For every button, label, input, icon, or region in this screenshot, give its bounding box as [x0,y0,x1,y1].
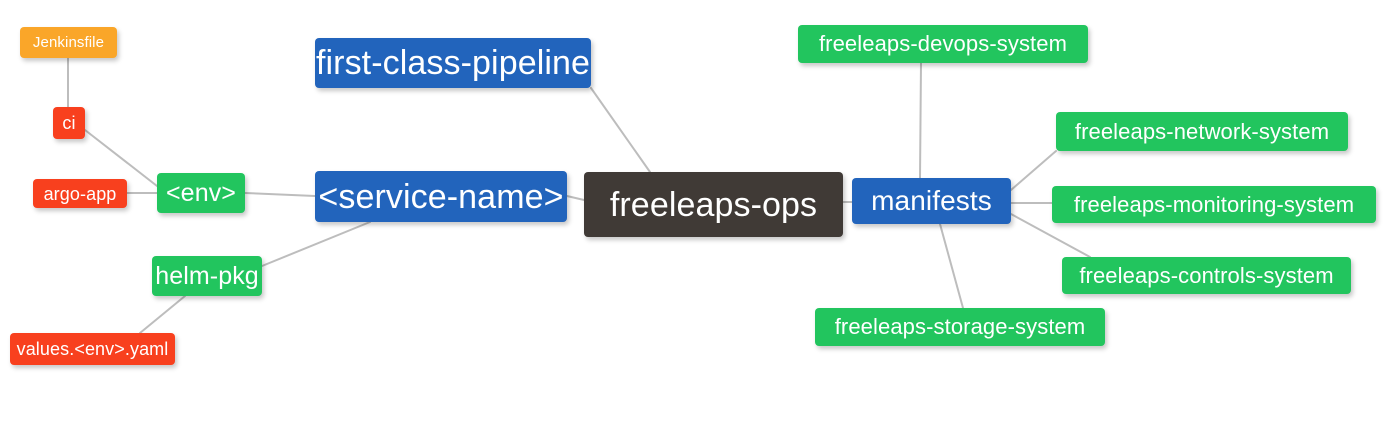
node-label-first-class-pipeline: first-class-pipeline [315,44,591,82]
node-first-class-pipeline[interactable]: first-class-pipeline [315,38,591,88]
edge-env-to-service-name [244,192,316,197]
node-label-argo-app: argo-app [43,183,117,204]
node-freeleaps-devops-system[interactable]: freeleaps-devops-system [798,25,1088,63]
node-label-service-name: <service-name> [318,177,564,216]
node-values-env-yaml[interactable]: values.<env>.yaml [10,333,175,365]
edge-first-class-pipeline-to-freeleaps-ops [590,87,651,173]
edge-values-env-yaml-to-helm-pkg [139,295,186,334]
edge-manifests-to-freeleaps-devops-system [919,62,922,179]
node-helm-pkg[interactable]: helm-pkg [152,256,262,296]
node-freeleaps-ops[interactable]: freeleaps-ops [584,172,843,237]
node-freeleaps-storage-system[interactable]: freeleaps-storage-system [815,308,1105,346]
node-label-manifests: manifests [871,185,992,216]
node-argo-app[interactable]: argo-app [33,179,127,208]
node-label-freeleaps-controls-system: freeleaps-controls-system [1079,262,1334,288]
node-label-freeleaps-storage-system: freeleaps-storage-system [834,314,1086,339]
node-freeleaps-monitoring-system[interactable]: freeleaps-monitoring-system [1052,186,1376,223]
node-label-freeleaps-ops: freeleaps-ops [609,185,818,224]
node-label-jenkinsfile: Jenkinsfile [32,34,105,51]
edge-manifests-to-freeleaps-storage-system [939,223,964,309]
node-service-name[interactable]: <service-name> [315,171,567,222]
node-freeleaps-controls-system[interactable]: freeleaps-controls-system [1062,257,1351,294]
node-label-values-env-yaml: values.<env>.yaml [16,339,169,359]
node-label-helm-pkg: helm-pkg [155,261,259,290]
node-label-ci: ci [62,113,76,133]
node-manifests[interactable]: manifests [852,178,1011,224]
node-ci[interactable]: ci [53,107,85,139]
node-label-freeleaps-monitoring-system: freeleaps-monitoring-system [1073,191,1355,217]
node-label-freeleaps-network-system: freeleaps-network-system [1074,118,1330,144]
edge-ci-to-env [84,129,158,187]
edge-helm-pkg-to-service-name [261,221,371,267]
edge-service-name-to-freeleaps-ops [566,195,585,201]
node-jenkinsfile[interactable]: Jenkinsfile [20,27,117,58]
edge-manifests-to-freeleaps-network-system [1010,150,1057,191]
node-env[interactable]: <env> [157,173,245,213]
node-label-freeleaps-devops-system: freeleaps-devops-system [818,31,1068,56]
node-freeleaps-network-system[interactable]: freeleaps-network-system [1056,112,1348,151]
node-label-env: <env> [165,178,236,207]
